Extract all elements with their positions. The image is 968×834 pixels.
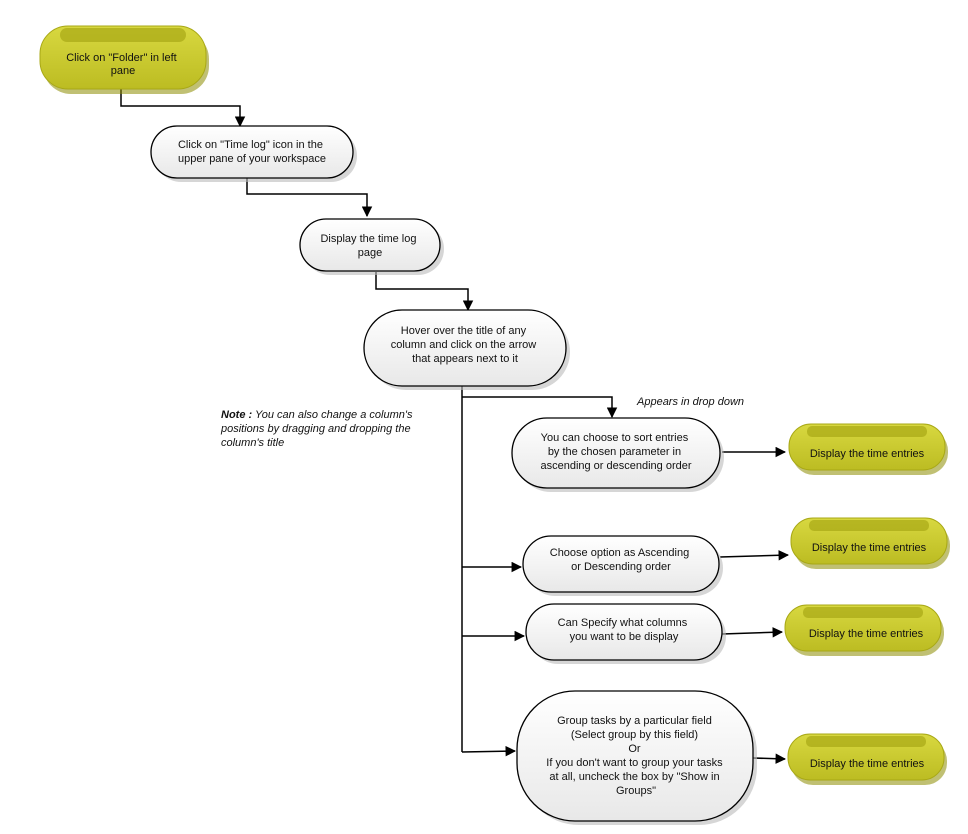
result-terminal-4: Display the time entries	[787, 733, 947, 785]
option-ascending-descending: Choose option as Ascending or Descending…	[522, 535, 723, 596]
connector-option-3-result	[721, 627, 784, 638]
connectors	[120, 88, 790, 764]
note-bold-label: Note :	[221, 409, 253, 421]
branch-label: Appears in drop down	[636, 396, 744, 408]
step-hover-column-title: Hover over the title of any column and c…	[363, 309, 570, 390]
result-terminal-2: Display the time entries	[790, 517, 950, 569]
option-3-label: Can Specify what columns you want to be …	[558, 617, 691, 643]
result-4-label: Display the time entries	[810, 758, 925, 770]
option-group-tasks: Group tasks by a particular field (Selec…	[516, 690, 757, 825]
option-sort-entries: You can choose to sort entries by the ch…	[511, 417, 724, 492]
result-terminal-3: Display the time entries	[784, 604, 944, 656]
start-label: Click on "Folder" in left pane	[66, 52, 180, 77]
option-1-label: You can choose to sort entries by the ch…	[540, 432, 691, 472]
note-text: Note : You can also change a column's po…	[220, 409, 416, 449]
result-3-label: Display the time entries	[809, 628, 924, 640]
connector-option-4-result	[752, 753, 787, 764]
result-2-label: Display the time entries	[812, 542, 927, 554]
connector-start-to-step-1	[120, 88, 246, 128]
step-2-label: Display the time log page	[320, 233, 419, 259]
option-4-label: Group tasks by a particular field (Selec…	[546, 715, 725, 797]
option-2-label: Choose option as Ascending or Descending…	[550, 547, 693, 573]
connector-step-1-to-step-2	[246, 178, 373, 218]
step-1-label: Click on "Time log" icon in the upper pa…	[178, 139, 326, 165]
connector-option-2-result	[719, 550, 790, 561]
connector-step-2-to-step-3	[375, 272, 474, 312]
option-specify-columns: Can Specify what columns you want to be …	[525, 603, 726, 664]
result-terminal-1: Display the time entries	[788, 423, 948, 475]
step-open-time-log: Click on "Time log" icon in the upper pa…	[150, 125, 357, 182]
step-display-time-log: Display the time log page	[299, 218, 444, 275]
result-1-label: Display the time entries	[810, 448, 925, 460]
start-terminal: Click on "Folder" in left pane	[39, 25, 209, 94]
connector-to-option-1	[462, 396, 618, 419]
connector-to-option-4	[461, 745, 517, 757]
step-3-label: Hover over the title of any column and c…	[391, 325, 540, 365]
